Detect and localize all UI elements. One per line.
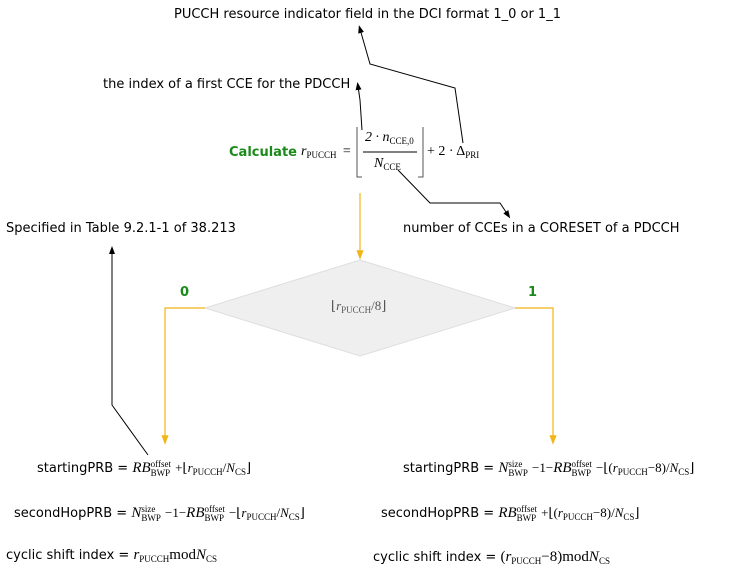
arrow-table-ref: [109, 246, 149, 456]
branch-label-left: 0: [180, 285, 190, 300]
annotation-table-ref: Specified in Table 9.2.1-1 of 38.213: [6, 221, 236, 236]
calculate-delta: + 2 · ΔPRI: [427, 144, 480, 160]
calculate-denominator: NCCE: [374, 156, 401, 172]
arrow-num-cces: [397, 169, 511, 219]
right-cyclic-shift: cyclic shift index = (rPUCCH−8)modNCS: [373, 549, 610, 566]
flow-branch-right: [515, 307, 557, 445]
calculate-numerator: 2 · nCCE,0: [365, 130, 414, 146]
floor-bracket-left: [356, 127, 362, 178]
branch-label-right: 1: [528, 285, 538, 300]
annotation-num-cces: number of CCEs in a CORESET of a PDCCH: [403, 221, 680, 236]
decision-formula: ⌊rPUCCH/8⌋: [331, 298, 387, 315]
floor-bracket-right: [418, 127, 424, 178]
calculate-keyword: Calculate: [229, 145, 297, 160]
decision-diamond: [203, 259, 517, 357]
calculate-lhs: rPUCCH =: [301, 144, 351, 160]
annotation-first-cce: the index of a first CCE for the PDCCH: [103, 77, 351, 92]
arrow-pri-field: [358, 25, 464, 144]
left-cyclic-shift: cyclic shift index = rPUCCHmodNCS: [6, 547, 217, 564]
arrow-first-cce: [355, 82, 363, 131]
flow-branch-left: [161, 307, 205, 445]
annotation-pri-field: PUCCH resource indicator field in the DC…: [174, 7, 561, 22]
